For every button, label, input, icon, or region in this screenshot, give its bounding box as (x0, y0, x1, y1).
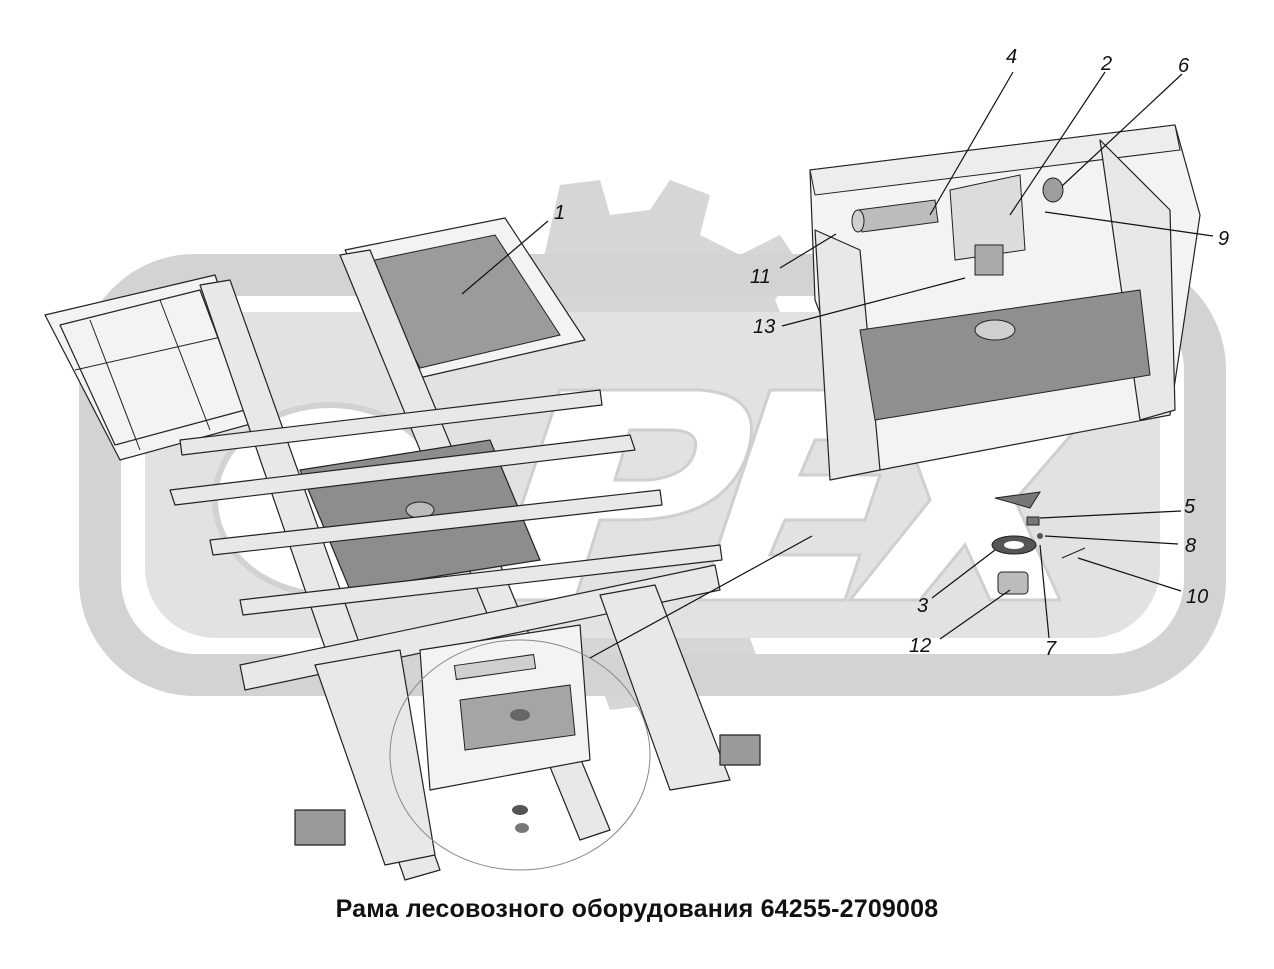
leader-lines (461, 71, 1214, 659)
callout-12: 12 (909, 635, 931, 657)
callout-9: 9 (1218, 228, 1229, 250)
main-frame-assembly (44, 217, 761, 881)
detail-assembly (809, 124, 1201, 595)
callout-10: 10 (1186, 586, 1208, 608)
diagram-caption: Рама лесовозного оборудования 64255-2709… (335, 895, 939, 923)
callout-6: 6 (1178, 55, 1190, 77)
callout-labels: 1 2 3 4 5 6 7 8 9 10 11 12 13 (554, 46, 1229, 660)
callout-8: 8 (1185, 535, 1196, 557)
callout-7: 7 (1045, 638, 1057, 660)
callout-5: 5 (1184, 496, 1196, 518)
callout-3: 3 (917, 595, 928, 617)
callout-2: 2 (1100, 53, 1112, 75)
callout-4: 4 (1006, 46, 1017, 68)
callout-11: 11 (750, 266, 771, 288)
callout-13: 13 (753, 316, 775, 338)
callout-1: 1 (554, 202, 565, 224)
